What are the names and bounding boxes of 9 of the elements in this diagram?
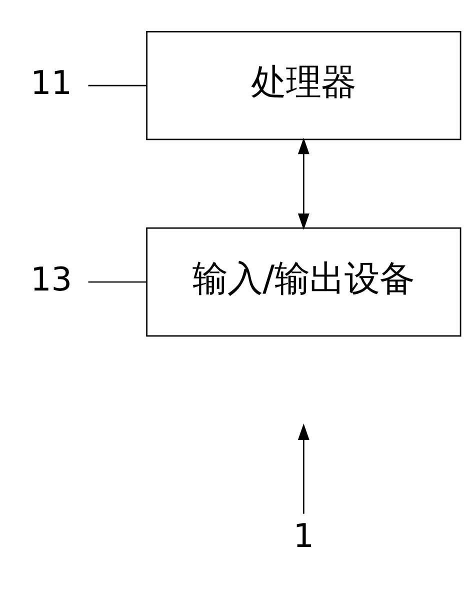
node-box: 输入/输出设备 [146, 226, 461, 336]
connector [88, 280, 146, 282]
node-text: 13 [30, 260, 72, 298]
node-text: 11 [30, 64, 72, 102]
connector [88, 84, 146, 86]
node-box: 处理器 [146, 30, 461, 140]
node-text: 1 [292, 516, 314, 555]
arrow [297, 137, 309, 230]
arrow [297, 423, 309, 514]
